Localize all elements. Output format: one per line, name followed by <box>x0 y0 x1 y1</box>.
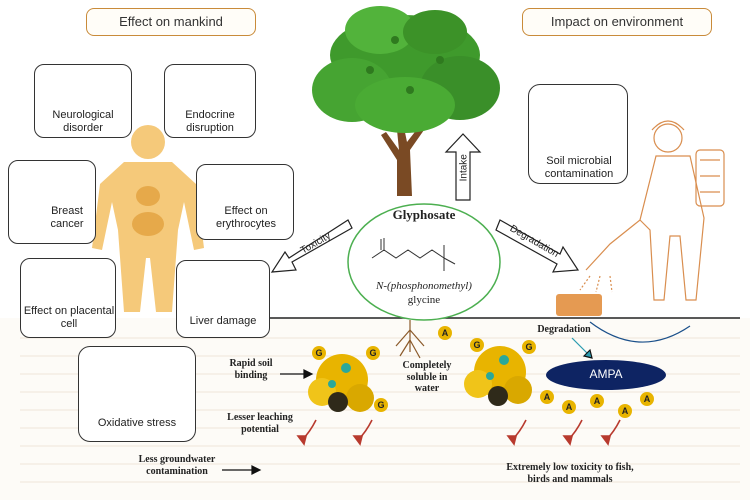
leaching-arrows <box>296 419 621 446</box>
glyphosate-title: Glyphosate <box>392 207 456 222</box>
breast-cancer-label: Breast cancer <box>50 205 84 230</box>
ampa-oval <box>546 360 666 390</box>
endocrine-disruption-label: Endocrine disruption <box>185 109 235 134</box>
degradation-arrow <box>495 219 580 273</box>
spray-residue <box>556 294 602 316</box>
g-marker: G <box>522 340 536 354</box>
intake-label: Intake <box>458 154 470 182</box>
a-marker: A <box>618 404 632 418</box>
soil-microbial-label: Soil microbial contamination <box>544 155 614 180</box>
g-marker: G <box>374 398 388 412</box>
intake-arrow <box>444 133 482 201</box>
header-impact-on-environment: Impact on environment <box>522 8 712 36</box>
ampa-label: AMPA <box>589 367 623 381</box>
a-marker: A <box>590 394 604 408</box>
oxidative-stress-label: Oxidative stress <box>97 417 177 429</box>
erythrocytes-box: Effect on erythrocytes <box>196 164 294 240</box>
neurological-disorder-box: Neurological disorder <box>34 64 132 138</box>
liver-damage-box: Liver damage <box>176 260 270 338</box>
placental-cell-label: Effect on placental cell <box>23 305 115 330</box>
a-marker: A <box>562 400 576 414</box>
pointer-arrows <box>222 337 593 475</box>
low-toxicity-label: Extremely low toxicity to fish, birds an… <box>506 462 634 485</box>
endocrine-disruption-box: Endocrine disruption <box>164 64 256 138</box>
header-effect-on-mankind: Effect on mankind <box>86 8 256 36</box>
g-marker: G <box>470 338 484 352</box>
farmer-sprayer-illustration <box>579 120 725 301</box>
lesser-leaching-label: Lesser leaching potential <box>227 412 293 435</box>
g-marker: G <box>312 346 326 360</box>
degradation-curve <box>589 321 691 343</box>
completely-soluble-label: Completely soluble in water <box>402 360 452 394</box>
tree-illustration <box>312 6 500 196</box>
erythrocytes-label: Effect on erythrocytes <box>216 205 276 230</box>
g-marker: G <box>366 346 380 360</box>
less-groundwater-label: Less groundwater contamination <box>138 454 216 477</box>
a-marker: A <box>540 390 554 404</box>
toxicity-arrow <box>270 219 353 273</box>
glyphosate-structure <box>347 203 501 321</box>
degradation-soil-label: Degradation <box>537 324 591 335</box>
rapid-soil-binding-label: Rapid soil binding <box>229 358 273 381</box>
glyphosate-chemical-name-2: glycine <box>407 294 441 306</box>
liver-damage-label: Liver damage <box>189 315 257 327</box>
placental-cell-box: Effect on placental cell <box>20 258 116 338</box>
oxidative-stress-box: Oxidative stress <box>78 346 196 442</box>
soil-microbial-box: Soil microbial contamination <box>528 84 628 184</box>
a-marker: A <box>640 392 654 406</box>
soil-particle-cluster-left <box>308 354 374 412</box>
neurological-disorder-label: Neurological disorder <box>52 109 114 134</box>
soil-particle-cluster-right <box>464 346 532 406</box>
breast-cancer-box: Breast cancer <box>8 160 96 244</box>
a-marker: A <box>438 326 452 340</box>
human-body-illustration <box>92 125 204 312</box>
roots <box>395 320 425 359</box>
glyphosate-chemical-name: N-(phosphonomethyl) <box>376 280 472 292</box>
